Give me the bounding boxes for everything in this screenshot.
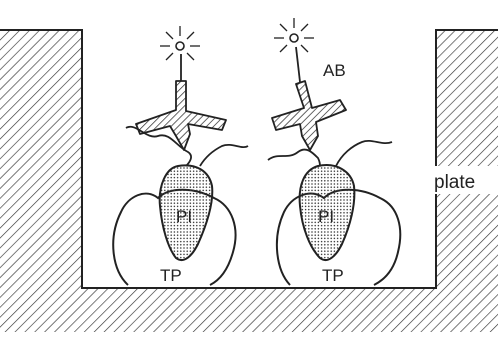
plate-wall (0, 30, 498, 332)
protein-label-left: PI (176, 207, 192, 226)
target-label-right: TP (322, 266, 344, 285)
strand-right-b (336, 141, 392, 166)
complex-left: PI TP (113, 26, 248, 285)
plate-well (0, 30, 498, 332)
strand-left-b (200, 145, 248, 166)
label-stalk-right (296, 47, 300, 82)
fluorescent-label-right (274, 18, 314, 52)
antibody-label: AB (323, 61, 346, 80)
plate-label: plate (434, 172, 475, 193)
complex-right: AB PI TP (268, 18, 400, 285)
fluorescent-label-left (160, 26, 200, 60)
protein-label-right: PI (318, 207, 334, 226)
target-label-left: TP (160, 266, 182, 285)
antibody-right (272, 81, 346, 150)
strand-right-a (268, 150, 320, 166)
antibody-left (136, 81, 226, 150)
